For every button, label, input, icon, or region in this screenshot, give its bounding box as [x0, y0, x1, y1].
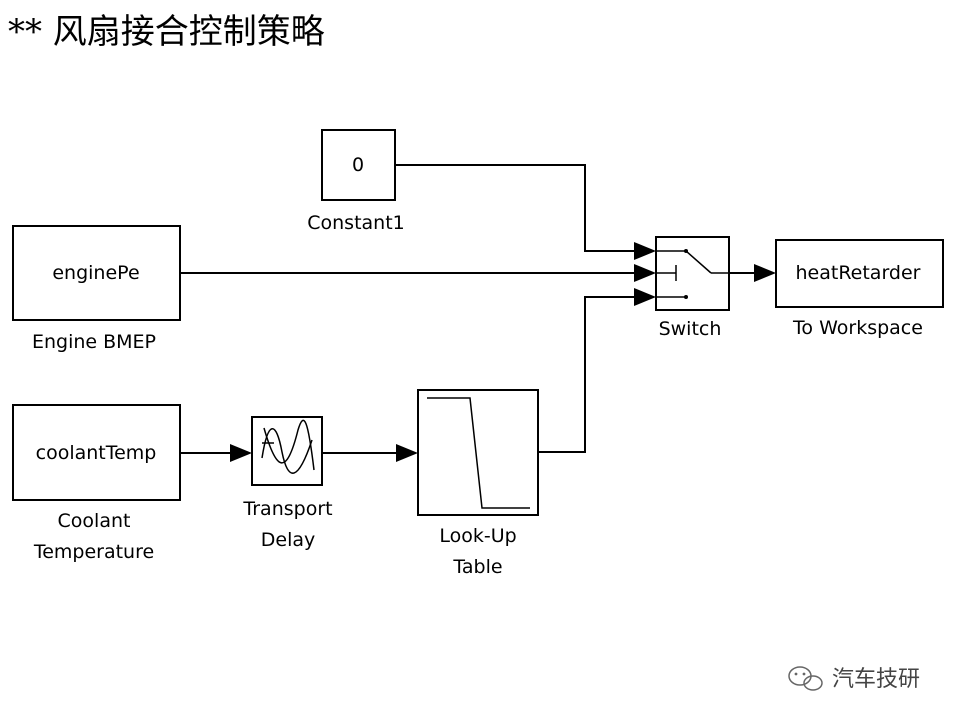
coolant-temperature-value: coolantTemp — [36, 442, 157, 464]
coolant-label-line1: Coolant — [58, 510, 131, 532]
wechat-icon — [788, 666, 823, 691]
lookup-label-line1: Look-Up — [439, 525, 516, 547]
lookup-curve-icon — [427, 397, 530, 509]
watermark-text: 汽车技研 — [832, 667, 920, 692]
arrow-switch-input-1 — [634, 242, 656, 260]
arrow-lookup-input — [396, 444, 418, 462]
transport-delay-block[interactable] — [251, 416, 323, 486]
delay-wave-icon — [261, 419, 315, 474]
coolant-label-line2: Temperature — [33, 541, 154, 563]
to-workspace-label: To Workspace — [792, 317, 923, 339]
transport-delay-label-line1: Transport — [242, 498, 332, 520]
wire-constant-to-switch — [395, 164, 638, 252]
constant-value: 0 — [352, 154, 364, 176]
constant-block[interactable]: 0 — [321, 129, 396, 201]
arrow-switch-input-3 — [634, 288, 656, 306]
arrow-delay-input — [230, 444, 252, 462]
wire-lookup-to-switch — [538, 296, 638, 453]
page-title: ** 风扇接合控制策略 — [8, 12, 325, 52]
constant-label: Constant1 — [307, 212, 405, 234]
arrow-switch-input-2 — [634, 264, 656, 282]
switch-block[interactable] — [655, 236, 730, 311]
watermark: 汽车技研 — [788, 666, 920, 692]
switch-symbol-icon — [656, 249, 729, 299]
lookup-table-block[interactable] — [417, 389, 539, 516]
to-workspace-block[interactable]: heatRetarder — [775, 239, 944, 308]
engine-bmep-value: enginePe — [52, 262, 139, 284]
engine-bmep-block[interactable]: enginePe — [12, 225, 181, 321]
switch-label: Switch — [659, 318, 722, 340]
engine-bmep-label: Engine BMEP — [32, 331, 156, 353]
coolant-temperature-block[interactable]: coolantTemp — [12, 404, 181, 501]
to-workspace-value: heatRetarder — [796, 262, 921, 284]
transport-delay-label-line2: Delay — [261, 529, 316, 551]
lookup-label-line2: Table — [452, 556, 502, 578]
arrow-workspace-input — [754, 264, 776, 282]
